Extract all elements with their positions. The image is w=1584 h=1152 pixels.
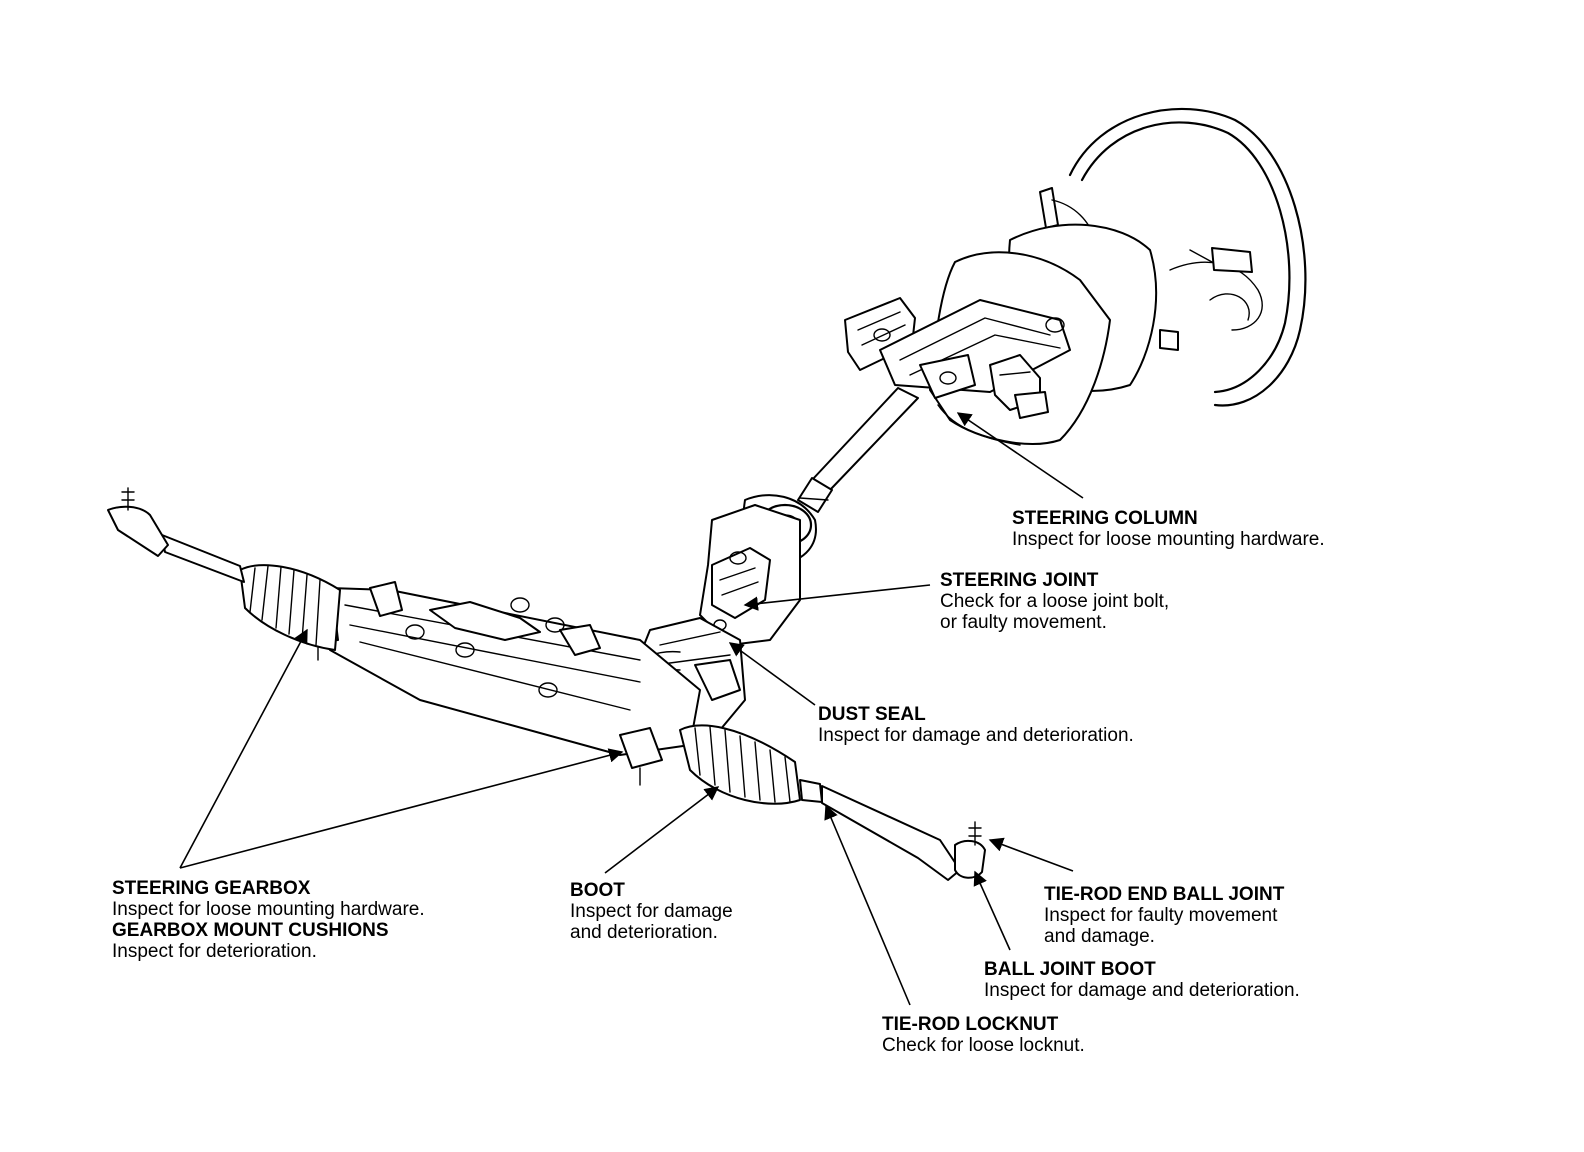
callout-text: Inspect for damage [570, 901, 733, 922]
callout-leaders [179, 412, 1084, 1006]
callout-text: and deterioration. [570, 922, 718, 943]
callout-text: Inspect for damage and deterioration. [984, 980, 1300, 1001]
callout-title: STEERING COLUMN [1012, 508, 1198, 529]
callout-steering-joint: STEERING JOINT Check for a loose joint b… [940, 570, 1169, 633]
callout-text: Check for a loose joint bolt, [940, 591, 1170, 612]
callout-text: Inspect for faulty movement [1044, 905, 1278, 926]
callout-boot: BOOT Inspect for damage and deterioratio… [570, 880, 733, 943]
callout-tie-rod-end-ball-joint: TIE-ROD END BALL JOINT Inspect for fault… [1044, 884, 1284, 947]
callout-text: Inspect for damage and deterioration. [818, 725, 1134, 746]
right-boot [679, 724, 801, 805]
right-tie-rod [799, 779, 986, 881]
callout-title: STEERING GEARBOX [112, 878, 311, 899]
callout-title: TIE-ROD LOCKNUT [882, 1014, 1059, 1035]
callout-title-mount-cushions: GEARBOX MOUNT CUSHIONS [112, 920, 389, 941]
callout-ball-joint-boot: BALL JOINT BOOT Inspect for damage and d… [984, 959, 1300, 1001]
callout-text: and damage. [1044, 926, 1155, 947]
callout-tie-rod-locknut: TIE-ROD LOCKNUT Check for loose locknut. [882, 1014, 1085, 1056]
callout-text: Inspect for deterioration. [112, 941, 317, 962]
intermediate-shaft [797, 387, 919, 513]
callout-text: Inspect for loose mounting hardware. [112, 899, 425, 920]
steering-column [844, 223, 1179, 446]
callout-dust-seal: DUST SEAL Inspect for damage and deterio… [818, 704, 1134, 746]
callout-title: BOOT [570, 880, 625, 901]
left-tie-rod [107, 487, 245, 583]
left-boot [239, 564, 341, 651]
steering-rack-housing [304, 581, 701, 786]
callout-text: or faulty movement. [940, 612, 1107, 633]
callout-steering-gearbox: STEERING GEARBOX Inspect for loose mount… [112, 878, 425, 962]
steering-joint-assembly [699, 494, 817, 646]
callout-text: Check for loose locknut. [882, 1035, 1085, 1056]
callout-steering-column: STEERING COLUMN Inspect for loose mounti… [1012, 508, 1325, 550]
callout-title: STEERING JOINT [940, 570, 1099, 591]
callout-text: Inspect for loose mounting hardware. [1012, 529, 1325, 550]
callout-title: DUST SEAL [818, 704, 926, 725]
callout-title: BALL JOINT BOOT [984, 959, 1156, 980]
callout-title: TIE-ROD END BALL JOINT [1044, 884, 1285, 905]
